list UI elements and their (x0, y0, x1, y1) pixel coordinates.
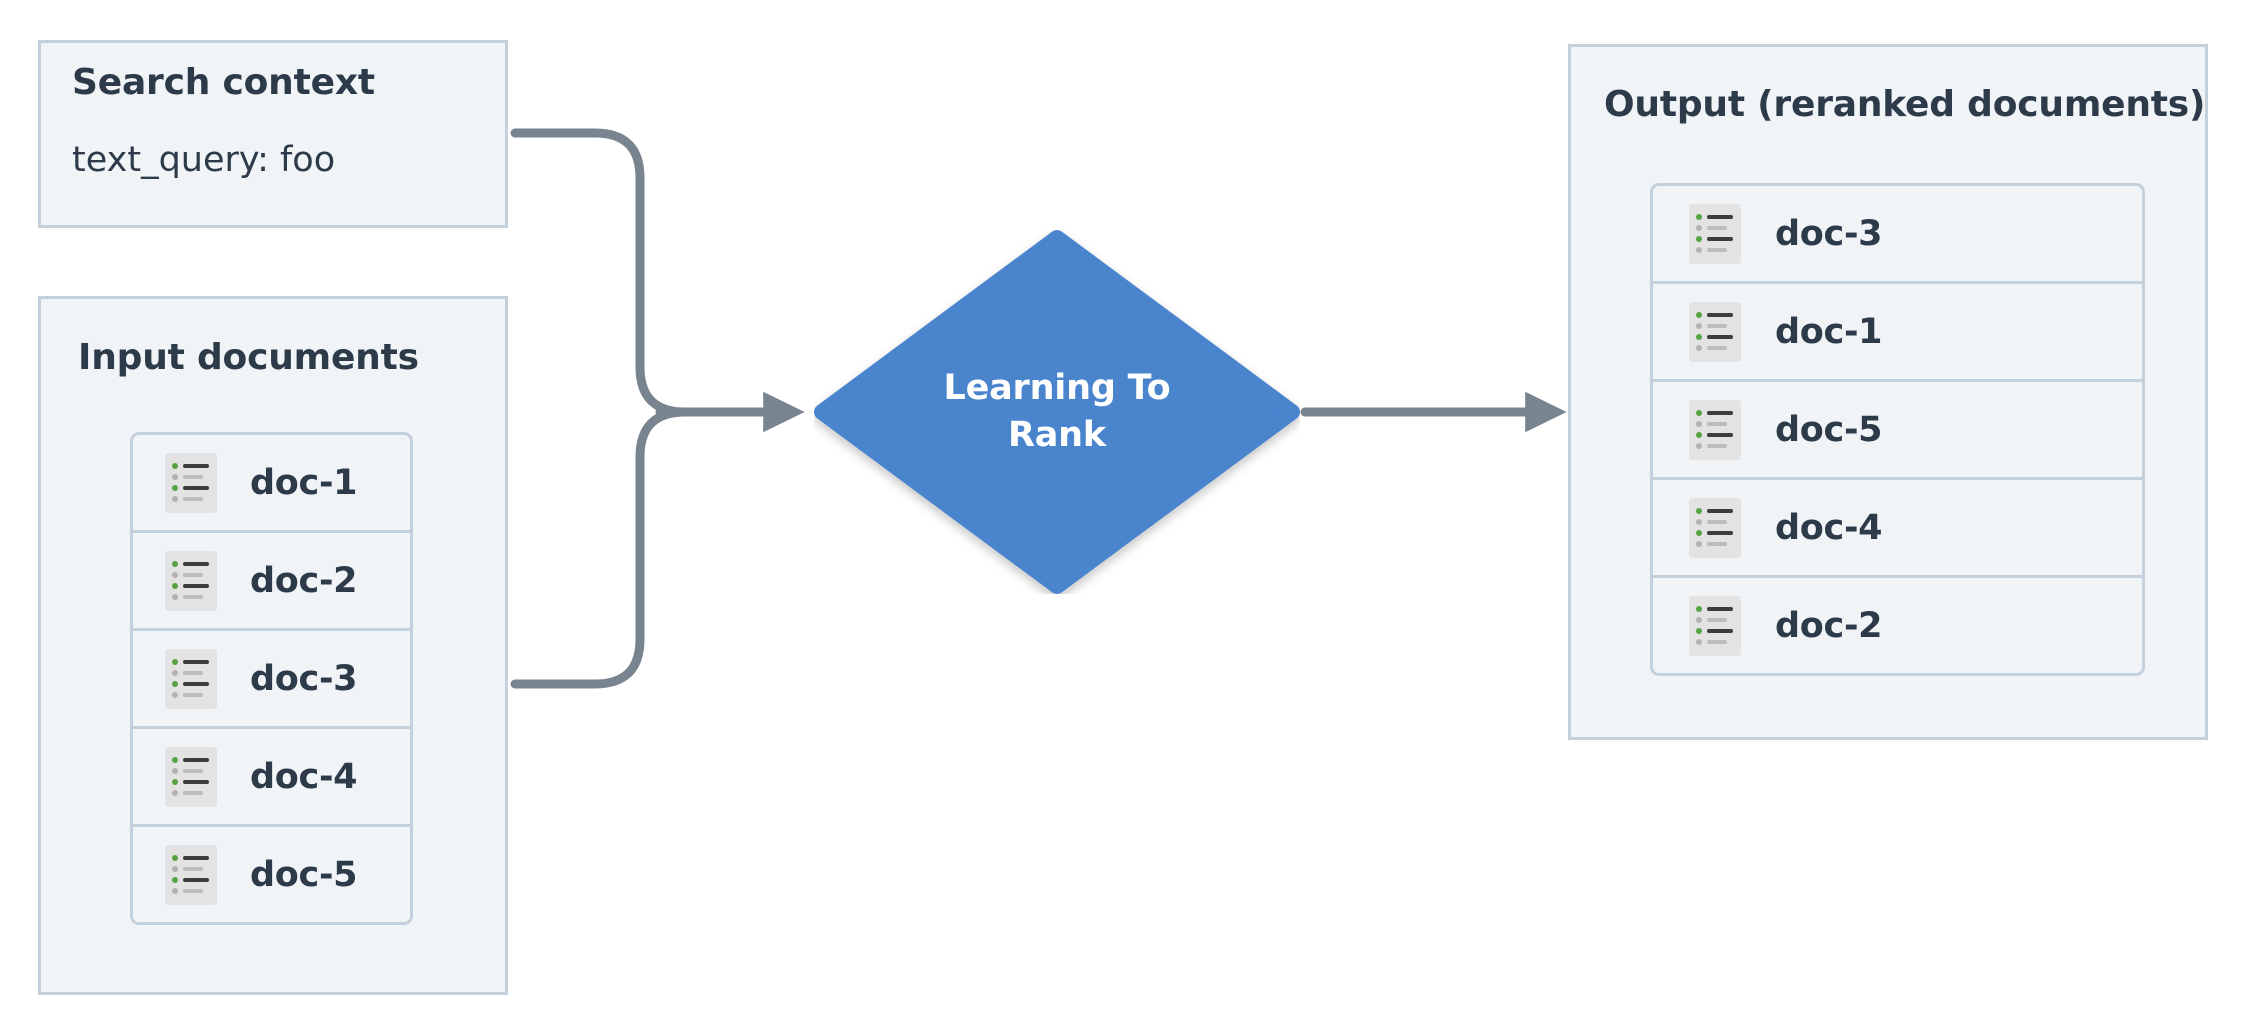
document-list-icon (1689, 301, 1741, 362)
input-doc-label: doc-2 (250, 560, 358, 601)
output-doc-item-2[interactable]: doc-1 (1650, 281, 2145, 382)
document-list-icon (165, 844, 217, 905)
document-list-icon (165, 746, 217, 807)
document-list-icon (1689, 595, 1741, 656)
learning-to-rank-node[interactable]: Learning To Rank (814, 230, 1300, 594)
output-documents-list: doc-3 doc-1 doc-5 (1650, 183, 2145, 676)
document-list-icon (165, 452, 217, 513)
input-doc-item-3[interactable]: doc-3 (130, 628, 413, 729)
output-doc-item-3[interactable]: doc-5 (1650, 379, 2145, 480)
learning-to-rank-label: Learning To Rank (814, 230, 1300, 594)
output-doc-item-5[interactable]: doc-2 (1650, 575, 2145, 676)
diamond-shape (814, 230, 1300, 594)
input-doc-label: doc-4 (250, 756, 358, 797)
input-doc-item-5[interactable]: doc-5 (130, 824, 413, 925)
input-documents-title: Input documents (78, 337, 419, 378)
search-context-query-text: text_query: foo (72, 140, 336, 180)
search-context-panel (38, 40, 508, 228)
document-list-icon (165, 648, 217, 709)
output-doc-label: doc-5 (1775, 409, 1883, 450)
output-doc-label: doc-4 (1775, 507, 1883, 548)
output-doc-label: doc-1 (1775, 311, 1883, 352)
output-doc-item-1[interactable]: doc-3 (1650, 183, 2145, 284)
document-list-icon (1689, 497, 1741, 558)
input-doc-label: doc-1 (250, 462, 358, 503)
output-panel-title: Output (reranked documents) (1604, 84, 2206, 125)
input-doc-item-2[interactable]: doc-2 (130, 530, 413, 631)
document-list-icon (165, 550, 217, 611)
input-doc-item-4[interactable]: doc-4 (130, 726, 413, 827)
input-doc-item-1[interactable]: doc-1 (130, 432, 413, 533)
output-doc-label: doc-2 (1775, 605, 1883, 646)
ltr-label-line2: Rank (1008, 415, 1106, 455)
ltr-label-line1: Learning To (943, 367, 1171, 408)
output-doc-label: doc-3 (1775, 213, 1883, 254)
search-context-title: Search context (72, 62, 375, 103)
connector-input-documents-to-ltr (510, 407, 690, 689)
document-list-icon (1689, 203, 1741, 264)
document-list-icon (1689, 399, 1741, 460)
input-documents-list: doc-1 doc-2 doc-3 (130, 432, 413, 925)
connector-search-context-to-ltr (510, 128, 690, 417)
input-doc-label: doc-3 (250, 658, 358, 699)
output-doc-item-4[interactable]: doc-4 (1650, 477, 2145, 578)
input-doc-label: doc-5 (250, 854, 358, 895)
